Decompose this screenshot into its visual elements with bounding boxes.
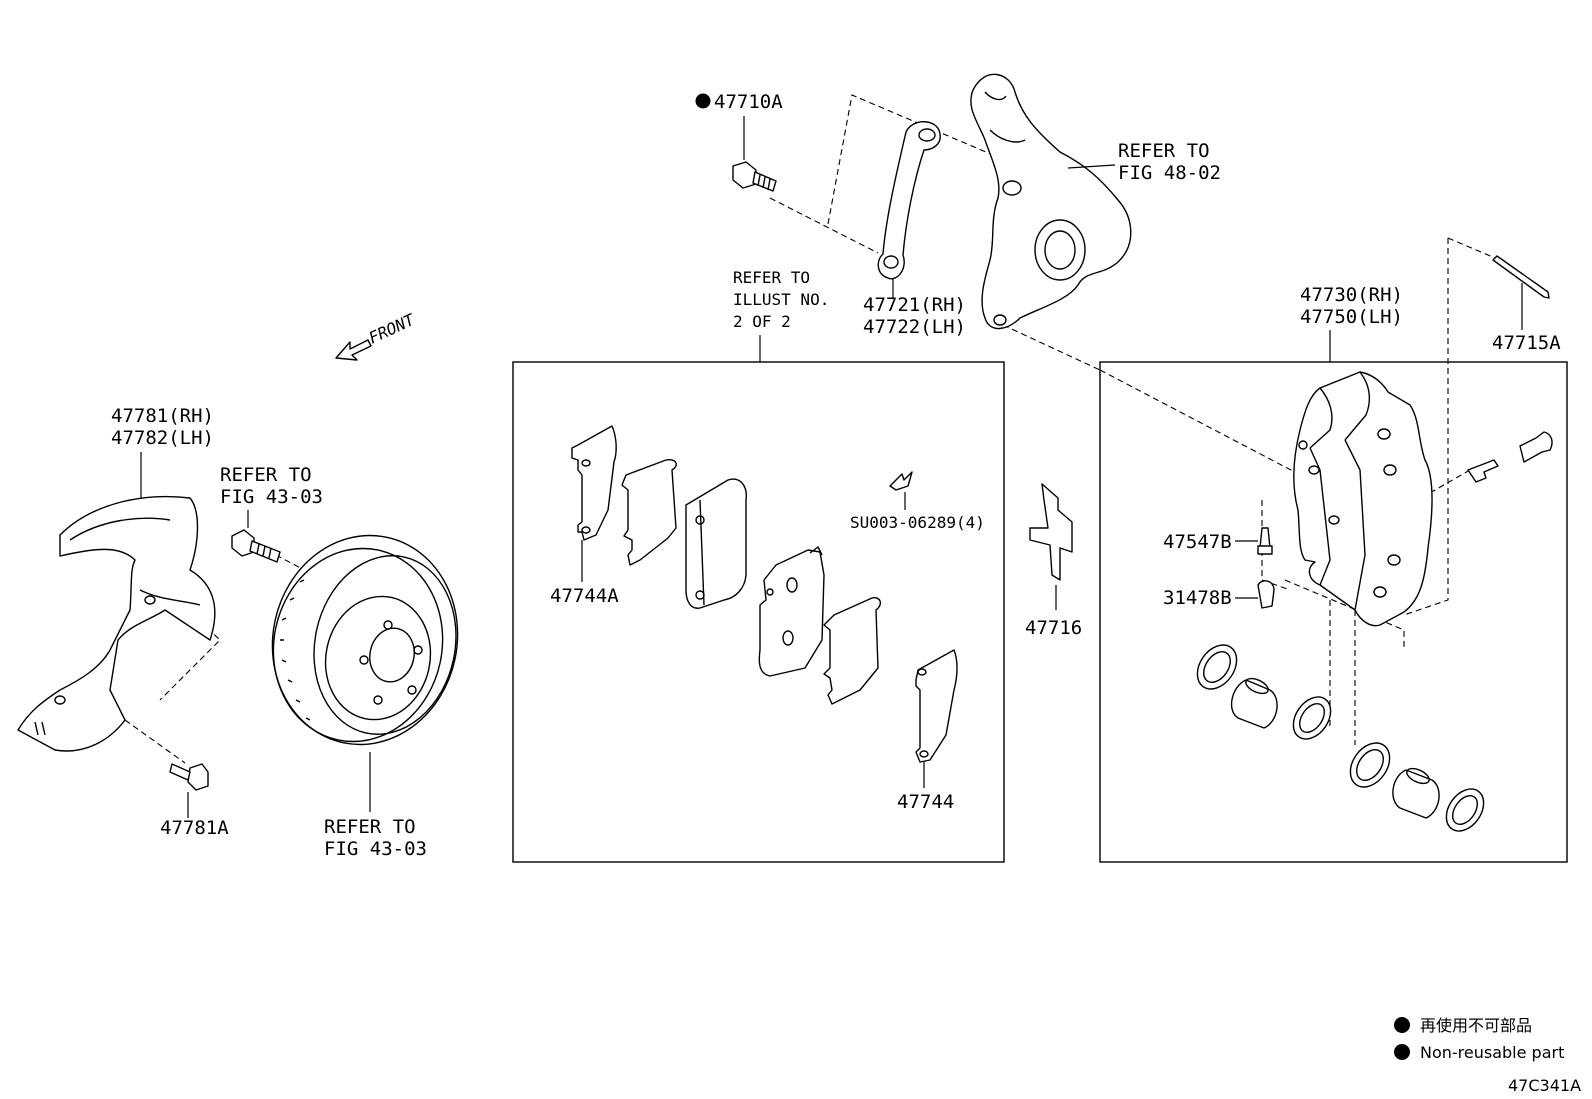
pad-shim-inner-right [823,596,882,705]
caliper-bolt-clip [1467,431,1553,483]
caliper-assembly-box [1099,361,1568,863]
label-refer-fig-43-03-top-line2: FIG 43-03 [220,486,323,508]
label-refer-fig-43-03-top-line1: REFER TO [220,464,312,486]
label-47721-rh: 47721(RH) [863,294,966,316]
brake-pad-left [685,478,747,609]
legend: 再使用不可部品 Non-reusable part [1394,1016,1564,1062]
label-refer-fig-48-02-line2: FIG 48-02 [1118,162,1221,184]
non-reusable-marker-icon [695,93,711,109]
label-47730-rh: 47730(RH) [1300,284,1403,306]
caliper-mounting-bracket: 47721(RH) 47722(LH) [863,121,966,338]
pad-shim-inner-left [621,458,677,566]
brake-caliper: 47730(RH) 47750(LH) [1293,284,1433,627]
bolt-47710a: 47710A [695,91,783,192]
label-refer-fig-43-03-bottom-line2: FIG 43-03 [324,838,427,860]
dashed-guide-lines [119,94,1496,764]
label-47781-rh: 47781(RH) [111,405,214,427]
label-47744: 47744 [897,791,954,813]
disc-dust-cover: 47781(RH) 47782(LH) [17,405,216,752]
brake-pad-right [758,546,825,677]
label-47547b: 47547B [1163,531,1232,553]
label-47781a: 47781A [160,817,229,839]
label-refer-illust-line2: ILLUST NO. [733,290,829,309]
cover-bolt-47781a: 47781A [160,763,229,839]
piston-seals-set-1 [1196,644,1332,740]
label-47782-lh: 47782(LH) [111,427,214,449]
figure-code: 47C341A [1508,1076,1581,1095]
legend-japanese: 再使用不可部品 [1420,1016,1532,1035]
su003-clip: SU003-06289(4) [850,471,985,532]
front-arrow: FRONT [335,309,419,361]
label-47716: 47716 [1025,617,1082,639]
label-refer-fig-43-03-bottom-line1: REFER TO [324,816,416,838]
hub-bolt-reference: REFER TO FIG 43-03 [220,464,323,563]
bleeder-cap-31478b: 31478B [1163,580,1275,609]
pad-shim-47744: 47744 [897,649,958,813]
label-31478b: 31478B [1163,587,1232,609]
bleeder-plug-47547b: 47547B [1163,527,1273,555]
label-47710a: 47710A [714,91,783,113]
legend-marker-icon [1394,1017,1410,1033]
pad-kit-box [512,361,1005,863]
label-47750-lh: 47750(LH) [1300,306,1403,328]
label-47715a: 47715A [1492,332,1561,354]
pad-pin-47715a: 47715A [1492,255,1561,354]
piston-seals-set-2 [1349,742,1485,832]
label-su003: SU003-06289(4) [850,513,985,532]
label-47722-lh: 47722(LH) [863,316,966,338]
brake-disc-rotor: REFER TO FIG 43-03 [271,534,459,860]
pad-shim-47744a: 47744A [550,425,619,607]
refer-illust-note: REFER TO ILLUST NO. 2 OF 2 [733,268,829,362]
steering-knuckle: REFER TO FIG 48-02 [970,73,1221,330]
legend-english: Non-reusable part [1420,1043,1564,1062]
anti-rattle-spring-47716: 47716 [1025,483,1082,639]
label-refer-illust-line3: 2 OF 2 [733,312,791,331]
front-label: FRONT [366,309,419,347]
label-refer-fig-48-02-line1: REFER TO [1118,140,1210,162]
label-47744a: 47744A [550,585,619,607]
legend-marker-icon [1394,1044,1410,1060]
label-refer-illust-line1: REFER TO [733,268,810,287]
